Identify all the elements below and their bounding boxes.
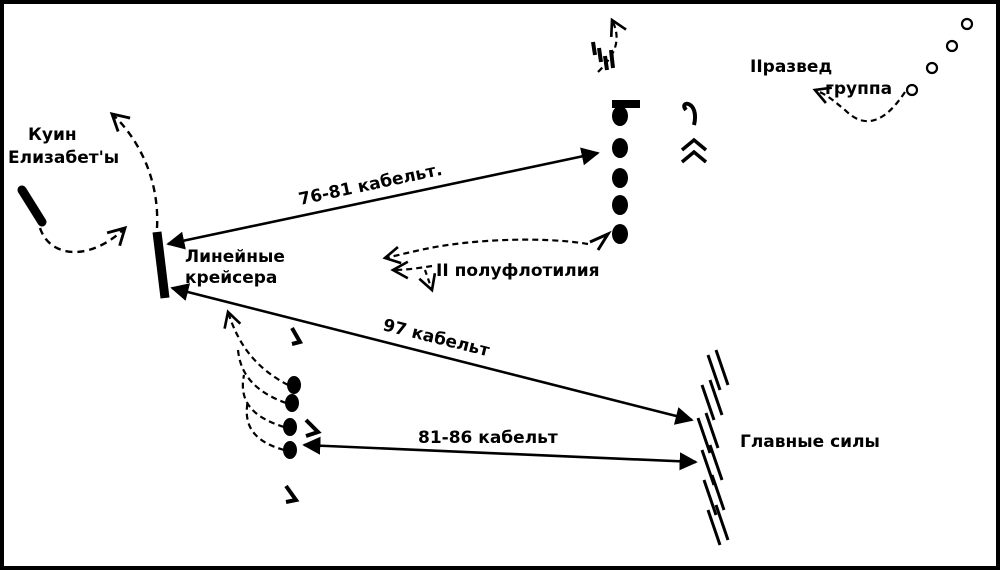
half-flotilla-group: II полуфлотилия: [382, 230, 612, 293]
line-mid: [170, 283, 694, 425]
top-track: [597, 17, 627, 73]
ship-mark-c: [284, 484, 300, 504]
flotilla-track-2: [390, 260, 433, 280]
recon-group: IIразвед группа: [750, 17, 974, 123]
line-top: [166, 147, 600, 250]
recon-track: [812, 86, 906, 123]
battlecruiser-track: [109, 112, 159, 229]
lower-track-3: [241, 374, 285, 429]
lower-track-4: [245, 399, 285, 452]
lower-track-2: [236, 349, 287, 405]
main-forces-ships: [696, 349, 730, 546]
recon-ships: [905, 17, 974, 97]
flotilla-mark: [589, 230, 612, 251]
label-half-flotilla: II полуфлотилия: [436, 261, 600, 281]
chevron-mark: [680, 137, 708, 164]
label-battlecruisers-2: крейсера: [185, 268, 277, 288]
battlecruisers-group: Линейные крейсера: [109, 112, 285, 299]
lower-ships: [283, 376, 301, 459]
flotilla-track-1: [382, 238, 589, 265]
top-small-ships: [591, 41, 615, 71]
battlecruiser-ship: [152, 231, 170, 299]
small-ship-6: [682, 101, 698, 126]
queen-elizabeth-track: [38, 225, 128, 254]
label-dist-bottom: 81-86 кабельт: [418, 428, 558, 448]
queen-elizabeth-ship: [17, 185, 47, 227]
lower-track-1: [223, 309, 289, 386]
column-ships: [612, 106, 628, 244]
label-recon-2: группа: [825, 79, 892, 99]
label-queen-elizabeth-1: Куин: [28, 125, 77, 145]
ship-mark-a: [290, 327, 304, 346]
lower-left-group: [223, 309, 322, 504]
label-queen-elizabeth-2: Елизабет'ы: [8, 148, 119, 168]
label-battlecruisers-1: Линейные: [185, 247, 285, 267]
main-forces-group: Главные силы: [696, 349, 880, 546]
line-bottom: [302, 436, 698, 471]
queen-elizabeth-group: Куин Елизабет'ы: [8, 125, 128, 254]
label-recon-1: IIразвед: [750, 57, 832, 77]
enemy-column-top: [591, 17, 708, 244]
flotilla-track-3: [418, 269, 437, 293]
label-main-forces: Главные силы: [740, 432, 880, 452]
ship-mark-b: [304, 418, 322, 438]
